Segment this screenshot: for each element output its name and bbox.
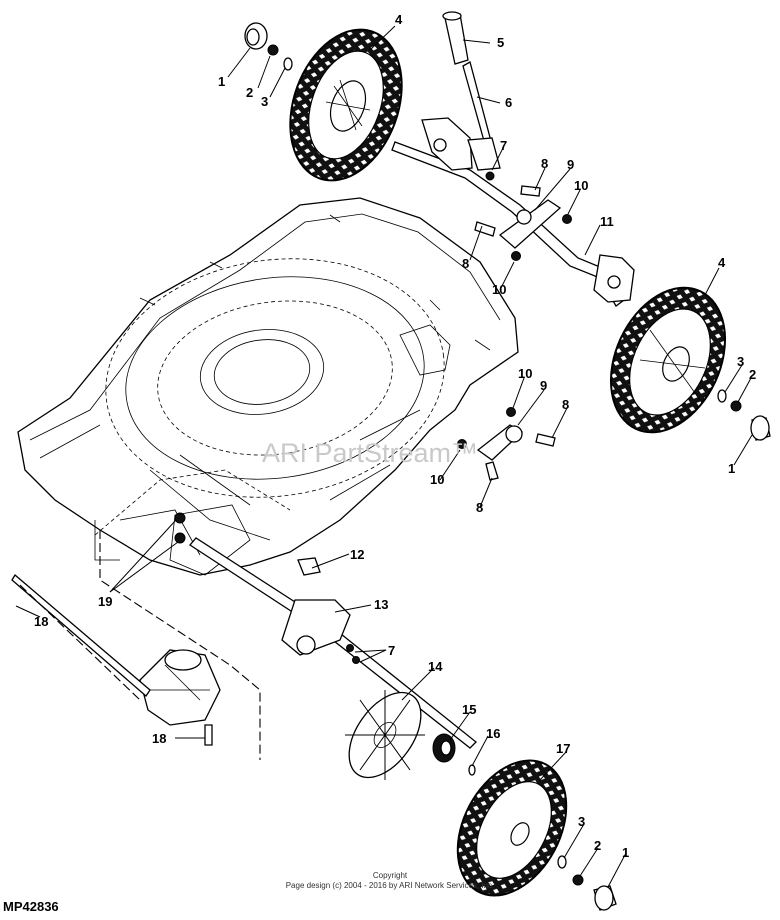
callout-18-left[interactable]: 18 [34,614,48,629]
watermark: ARI PartStream™ [262,438,479,468]
callout-2-right[interactable]: 2 [749,367,756,382]
callout-12[interactable]: 12 [350,547,364,562]
copyright-notice: Copyright Page design (c) 2004 - 2016 by… [260,871,520,891]
callout-10-top[interactable]: 10 [574,178,588,193]
callout-11[interactable]: 11 [600,214,614,229]
copyright-line-1: Copyright [372,871,408,880]
callout-9-front[interactable]: 9 [540,378,547,393]
callout-8-top[interactable]: 8 [541,156,548,171]
callout-15[interactable]: 15 [462,702,476,717]
leader-lines [15,25,753,888]
hubcap-set-right [717,389,771,441]
callout-18-bottom[interactable]: 18 [152,731,166,746]
callout-2-top-left[interactable]: 2 [246,85,253,100]
rear-wheel-right [609,286,727,434]
callout-1-right[interactable]: 1 [728,461,735,476]
callout-10-front-left[interactable]: 10 [430,472,444,487]
front-wheel [456,759,568,897]
callout-3-right[interactable]: 3 [737,354,744,369]
drive-disc [345,690,425,780]
callout-6[interactable]: 6 [505,95,512,110]
callout-8-front-bottom[interactable]: 8 [476,500,483,515]
callout-10-front-top[interactable]: 10 [518,366,532,381]
callout-4-right[interactable]: 4 [718,255,726,270]
front-height-plate [457,407,556,481]
callout-3-bottom[interactable]: 3 [578,814,585,829]
rear-wheel-left [289,28,403,182]
callout-9-top[interactable]: 9 [567,157,574,172]
callout-labels: 1 2 3 4 5 6 7 8 9 10 11 8 10 4 3 2 1 10 … [34,12,756,860]
callout-5[interactable]: 5 [497,35,504,50]
callout-8-mid-left[interactable]: 8 [462,256,469,271]
callout-4-top-left[interactable]: 4 [395,12,403,27]
callout-3-top-left[interactable]: 3 [261,94,268,109]
rear-axle-assembly [391,11,635,307]
callout-7-bottom[interactable]: 7 [388,643,395,658]
hubcap-set-top-left [244,22,293,71]
callout-13[interactable]: 13 [374,597,388,612]
mower-deck [17,197,519,576]
callout-16[interactable]: 16 [486,726,500,741]
callout-17[interactable]: 17 [556,741,570,756]
callout-14[interactable]: 14 [428,659,443,674]
callout-7-top[interactable]: 7 [500,138,507,153]
hubcap-set-bottom [557,855,617,911]
deck-studs [169,504,251,576]
pinion-gear [432,733,476,776]
callout-10-mid-left[interactable]: 10 [492,282,506,297]
callout-19[interactable]: 19 [98,594,112,609]
callout-2-bottom[interactable]: 2 [594,838,601,853]
callout-1-bottom[interactable]: 1 [622,845,629,860]
callout-8-front-right[interactable]: 8 [562,397,569,412]
transmission [11,574,221,746]
callout-1-top-left[interactable]: 1 [218,74,225,89]
diagram-id: MP42836 [3,899,59,914]
copyright-line-2: Page design (c) 2004 - 2016 by ARI Netwo… [285,881,495,890]
